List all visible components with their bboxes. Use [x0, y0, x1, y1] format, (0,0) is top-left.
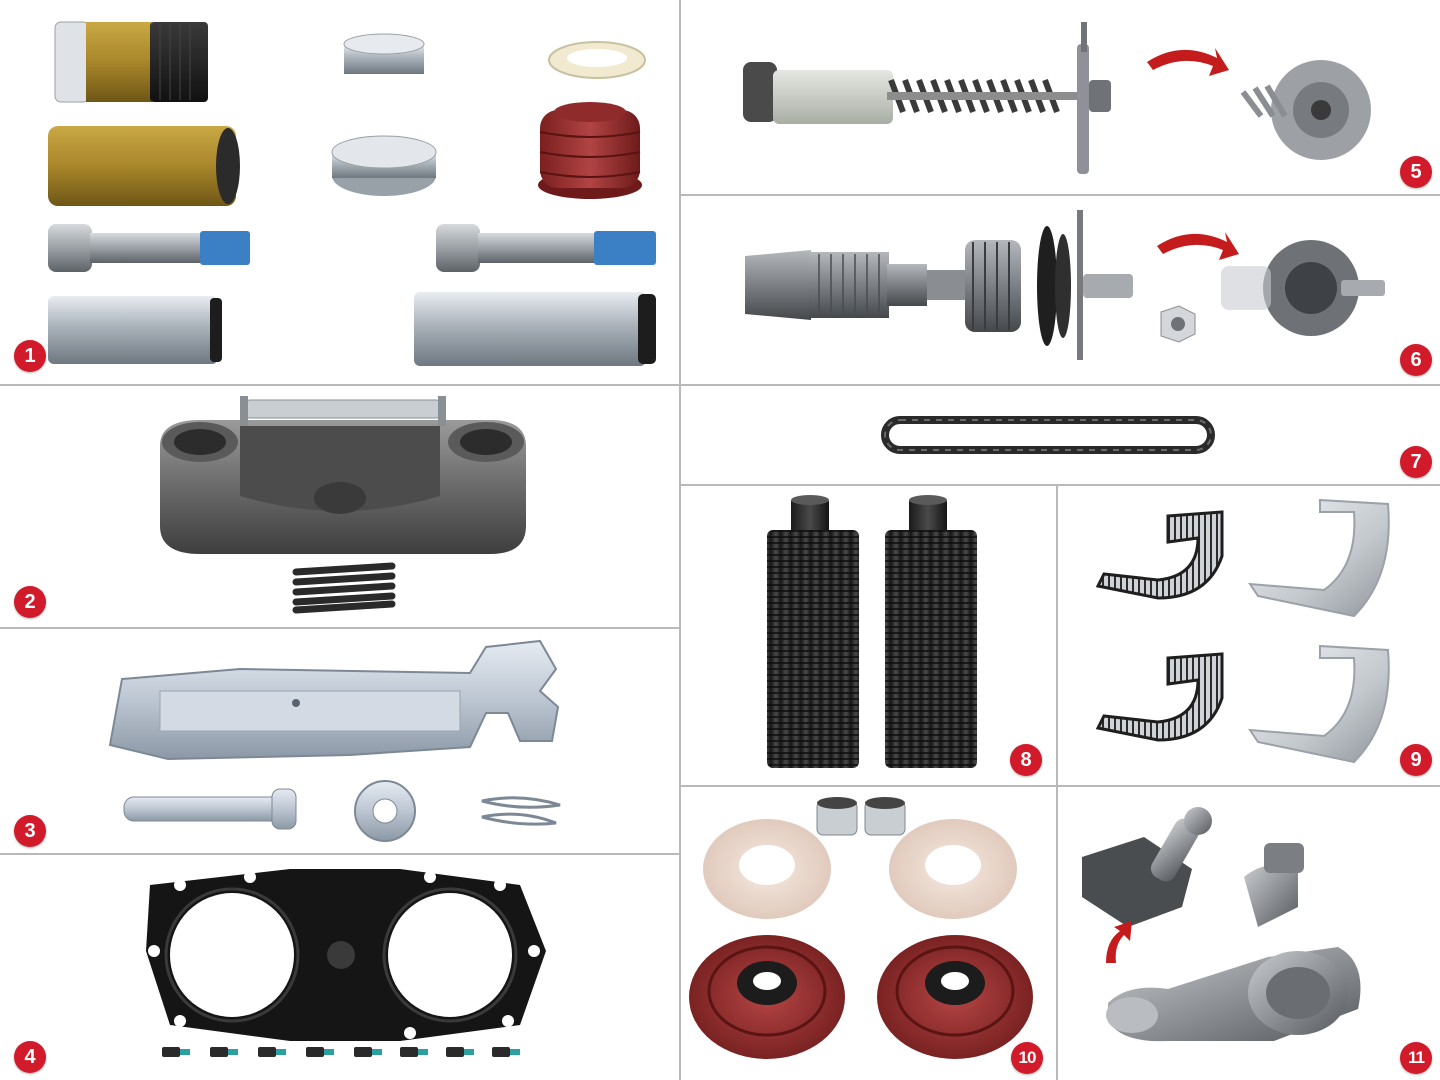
panel-lever-assembly[interactable]: 11	[1058, 787, 1440, 1080]
badge-7: 7	[1400, 446, 1432, 478]
badge-5: 5	[1400, 156, 1432, 188]
adjuster-threaded-image	[745, 210, 1385, 360]
bridge-image	[160, 396, 526, 614]
panel-adjuster-spring[interactable]: 5	[681, 0, 1440, 194]
bearing-shells-image	[1095, 498, 1390, 764]
guide-pin-kit-image	[48, 21, 656, 366]
badge-2: 2	[14, 586, 46, 618]
panel-bracket-kit[interactable]: 3	[0, 629, 679, 853]
seal-kit-image	[689, 797, 1033, 1059]
badge-9: 9	[1400, 744, 1432, 776]
adjuster-spring-image	[743, 22, 1371, 174]
panel-gasket-plate[interactable]: 4	[0, 855, 679, 1080]
panel-bearing-shells[interactable]: 9	[1058, 486, 1440, 785]
panel-threaded-tubes[interactable]: 8	[681, 486, 1056, 785]
lever-assembly-image	[1082, 807, 1361, 1042]
badge-8: 8	[1010, 744, 1042, 776]
badge-3: 3	[14, 815, 46, 847]
gasket-plate-image	[146, 869, 546, 1057]
horizontal-divider-3	[0, 853, 680, 855]
horizontal-divider-5	[680, 484, 1440, 486]
horizontal-divider-4	[680, 194, 1440, 196]
panel-seal-kit[interactable]: 10	[681, 787, 1056, 1080]
chain-image	[881, 416, 1215, 454]
badge-6: 6	[1400, 344, 1432, 376]
vertical-divider-right	[1056, 486, 1058, 1080]
panel-guide-pin-kit[interactable]: 1	[0, 0, 679, 384]
threaded-tubes-image	[767, 495, 977, 768]
badge-10: 10	[1011, 1042, 1043, 1074]
panel-bridge[interactable]: 2	[0, 386, 679, 627]
badge-4: 4	[14, 1041, 46, 1073]
horizontal-divider-1	[0, 384, 1440, 386]
panel-adjuster-threaded[interactable]: 6	[681, 196, 1440, 384]
horizontal-divider-6	[680, 785, 1440, 787]
bracket-kit-image	[108, 639, 561, 842]
horizontal-divider-2	[0, 627, 680, 629]
panel-chain[interactable]: 7	[681, 386, 1440, 484]
badge-1: 1	[14, 340, 46, 372]
badge-11: 11	[1400, 1042, 1432, 1074]
vertical-divider-main	[679, 0, 681, 1080]
